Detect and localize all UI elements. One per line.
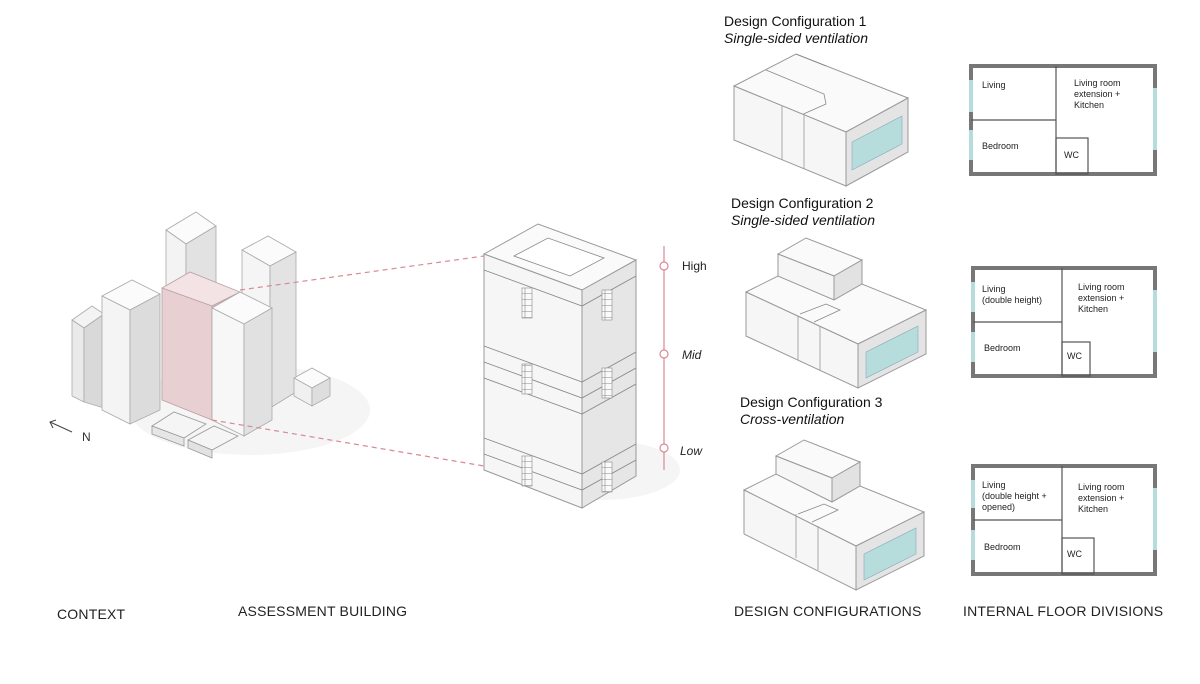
config-1-title: Design Configuration 1 [724,13,867,29]
context-model [49,211,370,459]
plan-2-living: Living (double height) [982,284,1043,305]
config-2-subtitle: Single-sided ventilation [731,212,875,228]
caption-floor-divisions: INTERNAL FLOOR DIVISIONS [963,603,1164,619]
context-tower-front [211,291,273,437]
plan-2-extension: Living room extension + Kitchen [1078,282,1125,314]
north-label: N [82,430,91,444]
core-ladders [521,287,613,493]
floor-plan-3 [971,464,1157,576]
config-2-title: Design Configuration 2 [731,195,874,211]
plan-1-living: Living [982,80,1006,90]
caption-assessment-building: ASSESSMENT BUILDING [238,603,408,619]
plan-2-wc: WC [1067,351,1082,361]
plan-1-bedroom: Bedroom [982,141,1019,151]
config-1-subtitle: Single-sided ventilation [724,30,868,46]
north-arrow-icon [49,419,73,433]
plan-1-extension: Living room extension + Kitchen [1074,78,1121,110]
config-3-subtitle: Cross-ventilation [740,411,845,427]
level-low-label: Low [680,444,703,458]
plan-1-wc: WC [1064,150,1079,160]
plan-3-bedroom: Bedroom [984,542,1021,552]
caption-design-configurations: DESIGN CONFIGURATIONS [734,603,922,619]
context-small-block [293,367,331,407]
config-2-heading: Design Configuration 2 Single-sided vent… [731,195,875,229]
floor-plan-1 [969,64,1157,176]
level-mid-label: Mid [682,348,702,362]
level-high-label: High [682,259,707,273]
config-3-heading: Design Configuration 3 Cross-ventilation [740,394,882,428]
context-tower-left [101,279,161,425]
assessment-building [482,223,680,509]
plan-2-bedroom: Bedroom [984,343,1021,353]
level-marker [659,246,669,470]
plan-3-wc: WC [1067,549,1082,559]
config-1-heading: Design Configuration 1 Single-sided vent… [724,13,868,47]
projection-lines [211,255,485,467]
plan-3-living: Living (double height + opened) [982,480,1047,512]
caption-context: CONTEXT [57,606,126,622]
config-3-model [742,439,926,591]
floor-plan-2 [971,266,1157,378]
plan-3-extension: Living room extension + Kitchen [1078,482,1125,514]
config-2-model [744,237,928,389]
context-building-left [71,305,105,409]
context-podium [151,411,239,459]
config-3-title: Design Configuration 3 [740,394,883,410]
config-1-model [732,53,910,187]
